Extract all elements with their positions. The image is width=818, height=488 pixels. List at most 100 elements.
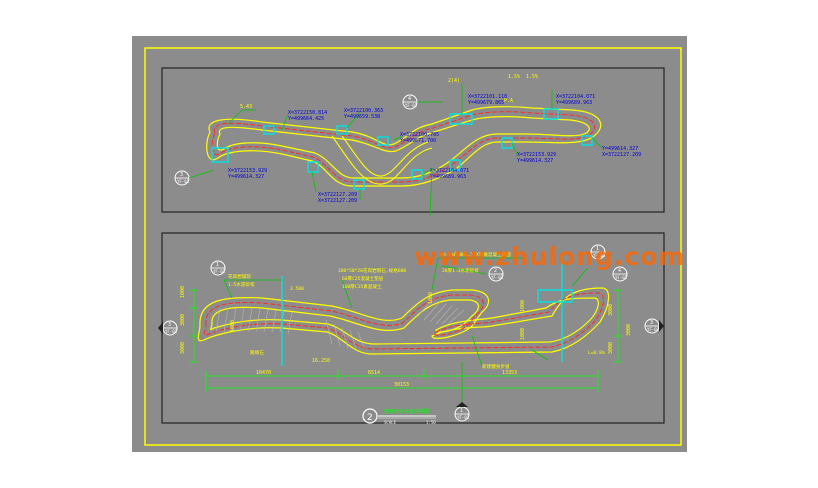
note-3: 60厚C25混凝土垫层 [342,275,384,282]
coord-3x: X=3722101.118 [468,94,507,100]
callout-ref: YF-01 [177,179,190,184]
dim-m1: 1000 [230,320,236,332]
note-7: 1:5水泥砂浆 [228,281,255,288]
coord-3y: Y=499679.865 [468,100,504,106]
dim-overall: 16.250 [312,358,330,364]
coord-1y: Y=499664.425 [288,116,324,122]
bottom-annotations: 6H.1%P(8H1.5)X新做混凝土路面 100*50*20花岗岩侧石,规格6… [228,251,605,370]
note-8: 路缘石 [250,349,264,356]
note-11: L=0.8m [588,350,605,356]
dim-v1: 1000 [180,286,186,298]
title-text: 健身步道平面放线图 [384,408,429,415]
callout-num: 3 [180,172,183,178]
coord-4x: X=3722104.071 [556,94,595,100]
note-4: 100厚C15素混凝土 [342,283,382,290]
dim-h1: 10470 [256,370,271,376]
dim-v2: 3000 [180,314,186,326]
dim-v4: 3000 [180,342,186,354]
coord-9y: Y=499614.327 [517,158,553,164]
coord-8y: Y=499689.963 [430,174,466,180]
top-walkway [206,106,602,187]
callout-b5-left: 3 YF-01 [158,320,178,336]
coord-6x: X=3722153.929 [228,168,267,174]
svg-text:YF-01: YF-01 [491,275,504,280]
callout-b4: 4 YF-01 [612,266,628,282]
top-markers [211,108,593,190]
coord-7y: X=3722127.209 [318,198,357,204]
callout-ref: YF-01 [405,103,418,108]
note-9: 3.500 [290,286,304,292]
dim-m4: 1000 [520,328,526,340]
svg-text:YF-01: YF-01 [457,415,470,420]
drawing-title: 2 健身步道平面放线图 SCALE 1:50 [362,408,436,425]
top-label-3: 1.5% [508,74,520,80]
dim-vr2: 3000 [608,342,614,354]
callout-b6-right: 3 YF-01 [644,318,664,334]
drawing-frame [144,47,682,446]
top-leaders [227,84,603,200]
callout-b3: 1 YF-01 [590,244,606,260]
bottom-dimensions [190,289,622,392]
note-1: 6H.1%P(8H1.5)X新做混凝土路面 [440,251,511,258]
cad-drawing: X=3722150.814 Y=499664.425 X=3722100.363… [144,47,682,446]
dimension-text: 10470 6514 13353 30153 16.250 1000 3000 … [180,286,632,388]
coord-7x: X=3722127.209 [318,192,357,198]
bottom-callouts: 1 YF-01 2 YF-01 1 YF-01 4 YF-01 3 YF-01 [158,244,664,422]
bottom-markers [281,256,573,366]
top-section-callout-3: 3 YF-01 [174,169,215,186]
svg-text:YF-01: YF-01 [593,253,606,258]
svg-text:YF-01: YF-01 [165,329,178,334]
coord-5x: X=3722100.785 [400,132,439,138]
top-section-cut [429,167,433,217]
dim-h2: 6514 [368,370,380,376]
top-section-callout-4: 4 YF-01 [402,94,442,110]
svg-text:2: 2 [494,268,497,274]
dim-h3: 13353 [502,370,517,376]
coord-4y: Y=499689.963 [556,100,592,106]
bottom-walkway [197,287,610,355]
top-labels: 5.43 2(4) 1.5% 1.5% P.A [240,74,538,110]
dim-m2: 1000 [428,292,434,304]
coord-5y: Y=499671.700 [400,138,436,144]
svg-text:YF-01: YF-01 [213,269,226,274]
top-coordinates: X=3722150.814 Y=499664.425 X=3722100.363… [228,94,595,198]
dim-vr3: 3000 [626,324,632,336]
top-label-4: 1.5% [526,74,538,80]
top-label-1: 5.43 [240,104,252,110]
coord-2y: Y=499659.538 [344,114,380,120]
svg-text:YF-01: YF-01 [647,327,660,332]
coord-10x: Y=499614.327 [602,146,638,152]
note-10: 新建健身步道 [482,363,510,370]
scale-label: SCALE [384,420,397,425]
note-2: 100*50*20花岗岩侧石,规格600 [338,267,406,274]
scale-value: 1:50 [426,420,436,425]
svg-text:3: 3 [168,322,171,328]
coord-2x: X=3722100.363 [344,108,383,114]
drawing-sheet: X=3722150.814 Y=499664.425 X=3722100.363… [132,36,687,452]
callout-b2: 2 YF-01 [488,266,504,282]
title-number: 2 [367,413,373,423]
bottom-leaders [223,257,589,367]
note-6: 花岗岩铺装 [228,273,251,280]
svg-text:4: 4 [618,268,621,274]
watermark-text: www.zhulong.com [414,242,686,271]
coord-10y: X=3722127.209 [602,152,641,158]
dim-m3: 1000 [520,300,526,312]
coord-8x: X=3722104.071 [430,168,469,174]
top-plan-panel [161,67,665,213]
top-label-5: P.A [504,98,513,104]
dim-total: 30153 [394,382,409,388]
top-label-2: 2(4) [448,78,460,84]
callout-num: 4 [408,96,411,102]
coord-1x: X=3722150.814 [288,110,327,116]
dim-vr1: 3000 [608,304,614,316]
note-5: 20厚1:3水泥砂浆 [442,267,479,274]
svg-text:YF-01: YF-01 [615,275,628,280]
svg-text:3: 3 [650,320,653,326]
callout-b1: 1 YF-01 [210,260,226,276]
callout-b7-bottom: 1 YF-01 [454,402,470,422]
svg-text:1: 1 [460,408,463,414]
coord-9x: X=3722153.929 [517,152,556,158]
svg-text:1: 1 [216,262,219,268]
coord-6y: Y=499614.327 [228,174,264,180]
